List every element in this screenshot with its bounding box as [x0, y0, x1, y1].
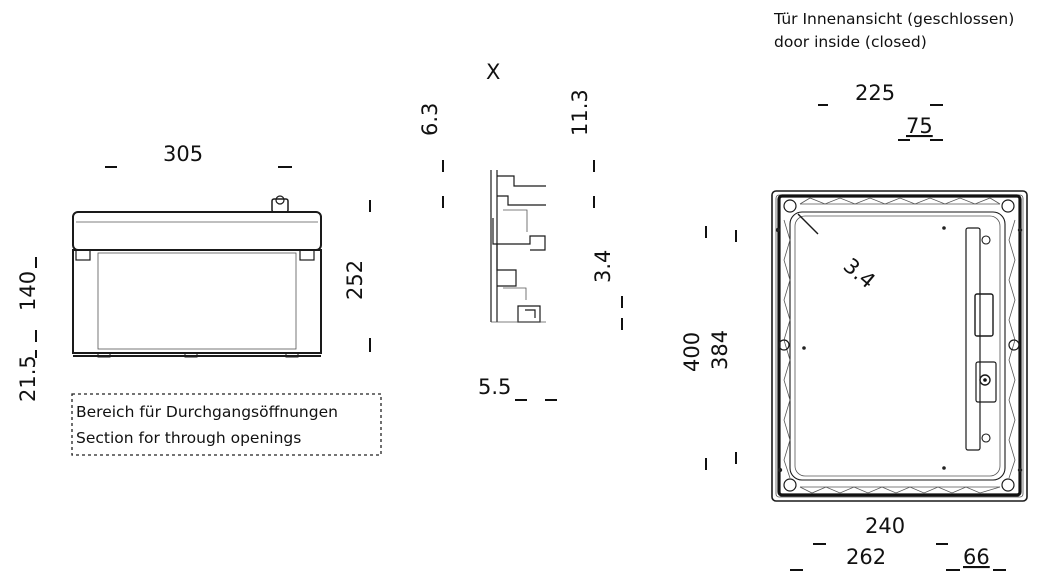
- detail-dim-marks: [442, 160, 623, 401]
- door-view-title-de: Tür Innenansicht (geschlossen): [773, 10, 1014, 28]
- section-label-de: Bereich für Durchgangsöffnungen: [76, 403, 338, 421]
- dim-detail-right: 3.4: [591, 250, 615, 283]
- door-view-title-en: door inside (closed): [774, 33, 927, 51]
- dim-door-top-width: 225: [855, 81, 895, 105]
- door-dim-marks: [705, 104, 1006, 571]
- detail-x-profile: [490, 170, 546, 323]
- door-inside-view: [771, 190, 1028, 502]
- section-label-en: Section for through openings: [76, 429, 301, 447]
- dim-door-inner-height: 384: [708, 330, 732, 370]
- dim-door-bottom-inner-width: 240: [865, 514, 905, 538]
- dim-door-top-offset: 75: [906, 114, 933, 138]
- dim-front-lower-height: 21.5: [16, 355, 40, 402]
- front-view: [72, 195, 322, 358]
- front-dim-marks: [35, 166, 371, 358]
- dim-front-total-height: 252: [343, 260, 367, 300]
- dim-door-bottom-outer-width: 262: [846, 545, 886, 569]
- dim-front-upper-height: 140: [16, 271, 40, 311]
- detail-marker: X: [486, 60, 500, 84]
- dim-detail-bottom: 5.5: [478, 375, 511, 399]
- dim-front-width: 305: [163, 142, 203, 166]
- dim-detail-top-right: 11.3: [568, 89, 592, 136]
- section-box: [71, 393, 382, 456]
- dim-door-corner: 3.4: [839, 253, 880, 293]
- dim-door-outer-height: 400: [680, 332, 704, 372]
- dim-door-bottom-offset: 66: [963, 545, 990, 569]
- dim-detail-top-left: 6.3: [418, 103, 442, 136]
